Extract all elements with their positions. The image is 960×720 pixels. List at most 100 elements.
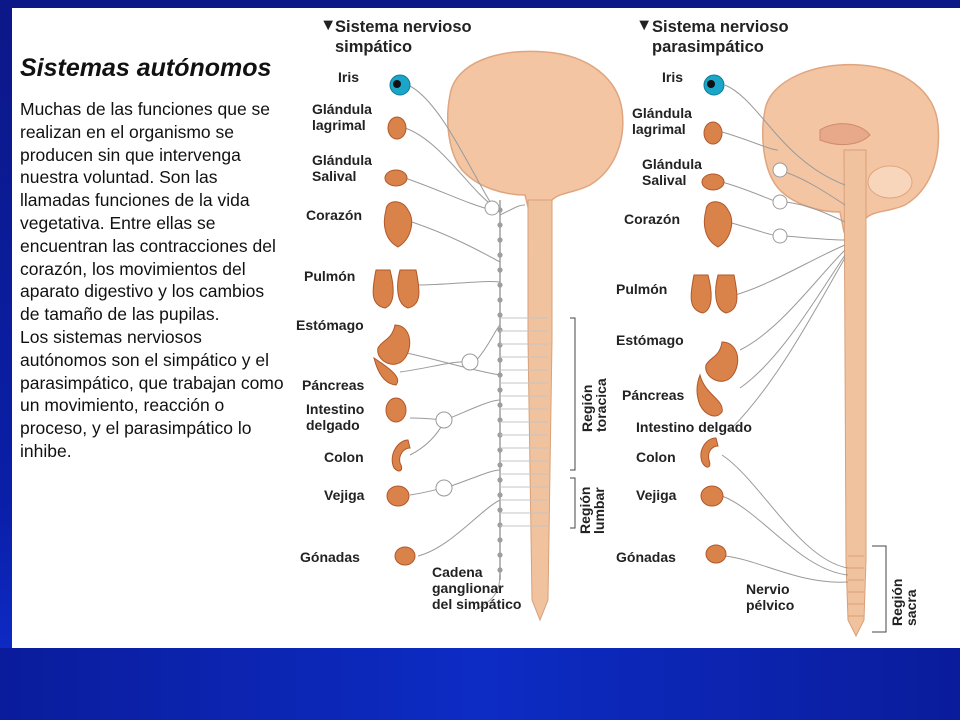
parasympathetic-organ-labels: Iris Glándula lagrimal Glándula Salival … (616, 69, 752, 565)
chain-ganglion-node (497, 417, 503, 423)
chain-ganglion-node (497, 357, 503, 363)
sympathetic-header-line1: Sistema nervioso (335, 18, 472, 36)
para-label-lung: Pulmón (616, 281, 667, 297)
sympathetic-stomach-icon (377, 324, 411, 365)
parasympathetic-heart-icon (703, 201, 733, 248)
corpus-callosum (819, 123, 871, 146)
sympathetic-gonads-icon (394, 546, 416, 566)
sympathetic-lacrimal-gland-icon (387, 116, 407, 140)
para-label-iris: Iris (662, 69, 683, 85)
ciliary-ganglion (772, 162, 788, 178)
cerebellum (867, 165, 913, 199)
parasympathetic-lungs-icon (690, 274, 738, 314)
para-label-lacrimal-2: lagrimal (632, 121, 686, 137)
parasympathetic-spinal-cord (843, 149, 867, 638)
sacral-region-label-1: Región (889, 579, 905, 626)
autonomic-nervous-system-diagram: ▼ Sistema nervioso simpático Región tora… (296, 16, 940, 638)
chain-ganglion-node (497, 222, 503, 228)
sacral-region-bracket (872, 545, 887, 633)
thoracic-region-bracket (570, 317, 576, 471)
para-label-salivary-2: Salival (642, 172, 686, 188)
sympathetic-organ-labels: Iris Glándula lagrimal Glándula Salival … (296, 69, 372, 565)
chain-label-1: Cadena (432, 564, 483, 580)
body-paragraph-1: Muchas de las funciones que se realizan … (20, 99, 276, 325)
parasympathetic-salivary-gland-icon (701, 173, 725, 191)
chain-ganglion-node (497, 282, 503, 288)
sympathetic-cord-connectors (500, 317, 548, 527)
sympathetic-salivary-gland-icon (384, 169, 408, 187)
sympathetic-ganglion-head (484, 200, 500, 216)
symp-label-lacrimal-1: Glándula (312, 101, 372, 117)
chain-ganglion-node (497, 267, 503, 273)
chain-ganglion-node (497, 522, 503, 528)
sympathetic-lungs-icon (372, 269, 420, 309)
parasympathetic-stomach-icon (705, 341, 739, 382)
symp-label-lacrimal-2: lagrimal (312, 117, 366, 133)
symp-label-lung: Pulmón (304, 268, 355, 284)
symp-label-gonads: Gónadas (300, 549, 360, 565)
parasympathetic-lacrimal-gland-icon (703, 121, 723, 145)
slide-title: Sistemas autónomos (20, 54, 272, 82)
symp-label-bladder: Vejiga (324, 487, 365, 503)
para-label-gonads: Gónadas (616, 549, 676, 565)
sympathetic-header-line2: simpático (335, 38, 412, 56)
chain-label-2: ganglionar (432, 580, 504, 596)
sympathetic-colon-icon (391, 439, 411, 472)
chain-label-3: del simpático (432, 596, 521, 612)
symp-label-heart: Corazón (306, 207, 362, 223)
para-label-stomach: Estómago (616, 332, 684, 348)
body-paragraph-2: Los sistemas nerviosos autónomos son el … (20, 326, 284, 461)
chain-ganglion-node (497, 537, 503, 543)
slide-body-text: Muchas de las funciones que se realizan … (20, 98, 285, 463)
sympathetic-brain (447, 50, 624, 216)
slide-footer-band (0, 648, 960, 720)
pterygopalatine-ganglion (772, 194, 788, 210)
parasympathetic-header-line2: parasimpático (652, 38, 764, 56)
sacral-segments (848, 555, 864, 617)
parasympathetic-bladder-icon (700, 485, 724, 507)
para-label-salivary-1: Glándula (642, 156, 702, 172)
celiac-ganglion (461, 353, 479, 371)
sympathetic-pancreas-icon (373, 356, 399, 386)
sympathetic-panel: ▼ Sistema nervioso simpático Región tora… (296, 16, 624, 622)
parasympathetic-colon-icon (700, 437, 719, 468)
para-label-lacrimal-1: Glándula (632, 105, 692, 121)
chain-ganglion-node (497, 567, 503, 573)
symp-label-salivary-1: Glándula (312, 152, 372, 168)
parasympathetic-pupil (707, 80, 715, 88)
symp-label-intestine-2: delgado (306, 417, 360, 433)
parasympathetic-gonads-icon (705, 544, 727, 564)
chain-ganglion-node (497, 462, 503, 468)
para-label-bladder: Vejiga (636, 487, 677, 503)
lumbar-region-label-1: Región (577, 487, 593, 534)
sympathetic-heart-icon (383, 201, 413, 248)
sympathetic-bladder-icon (386, 485, 410, 507)
parasympathetic-pancreas-icon (696, 373, 723, 417)
parasympathetic-header-line1: Sistema nervioso (652, 18, 789, 36)
otic-ganglion (772, 228, 788, 244)
para-label-small-intestine: Intestino delgado (636, 419, 752, 435)
para-label-pancreas: Páncreas (622, 387, 684, 403)
chain-ganglion-node (497, 297, 503, 303)
pelvic-nerve-label-1: Nervio (746, 581, 790, 597)
chain-ganglion-node (497, 447, 503, 453)
chain-ganglion-node (497, 507, 503, 513)
symp-label-pancreas: Páncreas (302, 377, 364, 393)
chain-ganglion-node (497, 387, 503, 393)
pelvic-nerve-label-2: pélvico (746, 597, 794, 613)
chain-ganglion-node (497, 492, 503, 498)
symp-label-iris: Iris (338, 69, 359, 85)
thoracic-region-label-1: Región (579, 385, 595, 432)
symp-label-colon: Colon (324, 449, 364, 465)
lumbar-region-label-2: lumbar (591, 487, 607, 534)
superior-mesenteric-ganglion (435, 411, 453, 429)
sympathetic-spinal-cord (527, 199, 553, 622)
chain-ganglion-node (497, 552, 503, 558)
lumbar-region-bracket (570, 477, 576, 529)
inferior-mesenteric-ganglion (435, 479, 453, 497)
para-label-colon: Colon (636, 449, 676, 465)
chain-ganglion-node (497, 252, 503, 258)
chain-ganglion-node (497, 237, 503, 243)
chain-ganglion-node (497, 342, 503, 348)
